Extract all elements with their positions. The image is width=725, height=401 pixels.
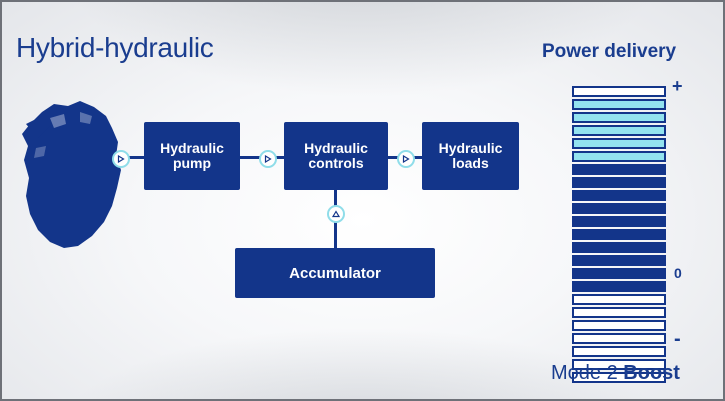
meter-segment [572, 294, 666, 305]
mode-prefix: Mode 2 [551, 362, 618, 384]
meter-segment [572, 268, 666, 279]
hydraulic-loads-block: Hydraulic loads [422, 122, 519, 190]
plus-label: + [672, 76, 683, 96]
meter-segment [572, 346, 666, 357]
zero-label: 0 [674, 265, 682, 281]
meter-segment [572, 333, 666, 344]
flow-arrow-icon [397, 150, 415, 168]
mode-name: Boost [623, 362, 680, 384]
flow-arrow-icon [259, 150, 277, 168]
meter-segment [572, 216, 666, 227]
meter-segment [572, 359, 666, 370]
meter-segment [572, 229, 666, 240]
engine-icon [22, 101, 121, 248]
meter-segment [572, 177, 666, 188]
meter-segment [572, 372, 666, 383]
meter-segment [572, 255, 666, 266]
power-delivery-title: Power delivery [542, 41, 677, 62]
meter-segment [572, 307, 666, 318]
flow-arrow-up-icon [327, 205, 345, 223]
power-delivery-meter [572, 86, 666, 385]
page-title: Hybrid-hydraulic [16, 32, 214, 63]
meter-segment [572, 99, 666, 110]
flow-arrow-icon [112, 150, 130, 168]
minus-label: - [674, 328, 681, 350]
meter-segment [572, 320, 666, 331]
mode-label: Mode 2 Boost [551, 362, 680, 385]
accumulator-block: Accumulator [235, 248, 435, 298]
meter-segment [572, 242, 666, 253]
meter-segment [572, 112, 666, 123]
meter-segment [572, 86, 666, 97]
meter-segment [572, 281, 666, 292]
meter-segment [572, 190, 666, 201]
hydraulic-controls-block: Hydraulic controls [284, 122, 388, 190]
meter-segment [572, 164, 666, 175]
hydraulic-pump-block: Hydraulic pump [144, 122, 240, 190]
meter-segment [572, 125, 666, 136]
meter-segment [572, 203, 666, 214]
meter-segment [572, 138, 666, 149]
meter-segment [572, 151, 666, 162]
